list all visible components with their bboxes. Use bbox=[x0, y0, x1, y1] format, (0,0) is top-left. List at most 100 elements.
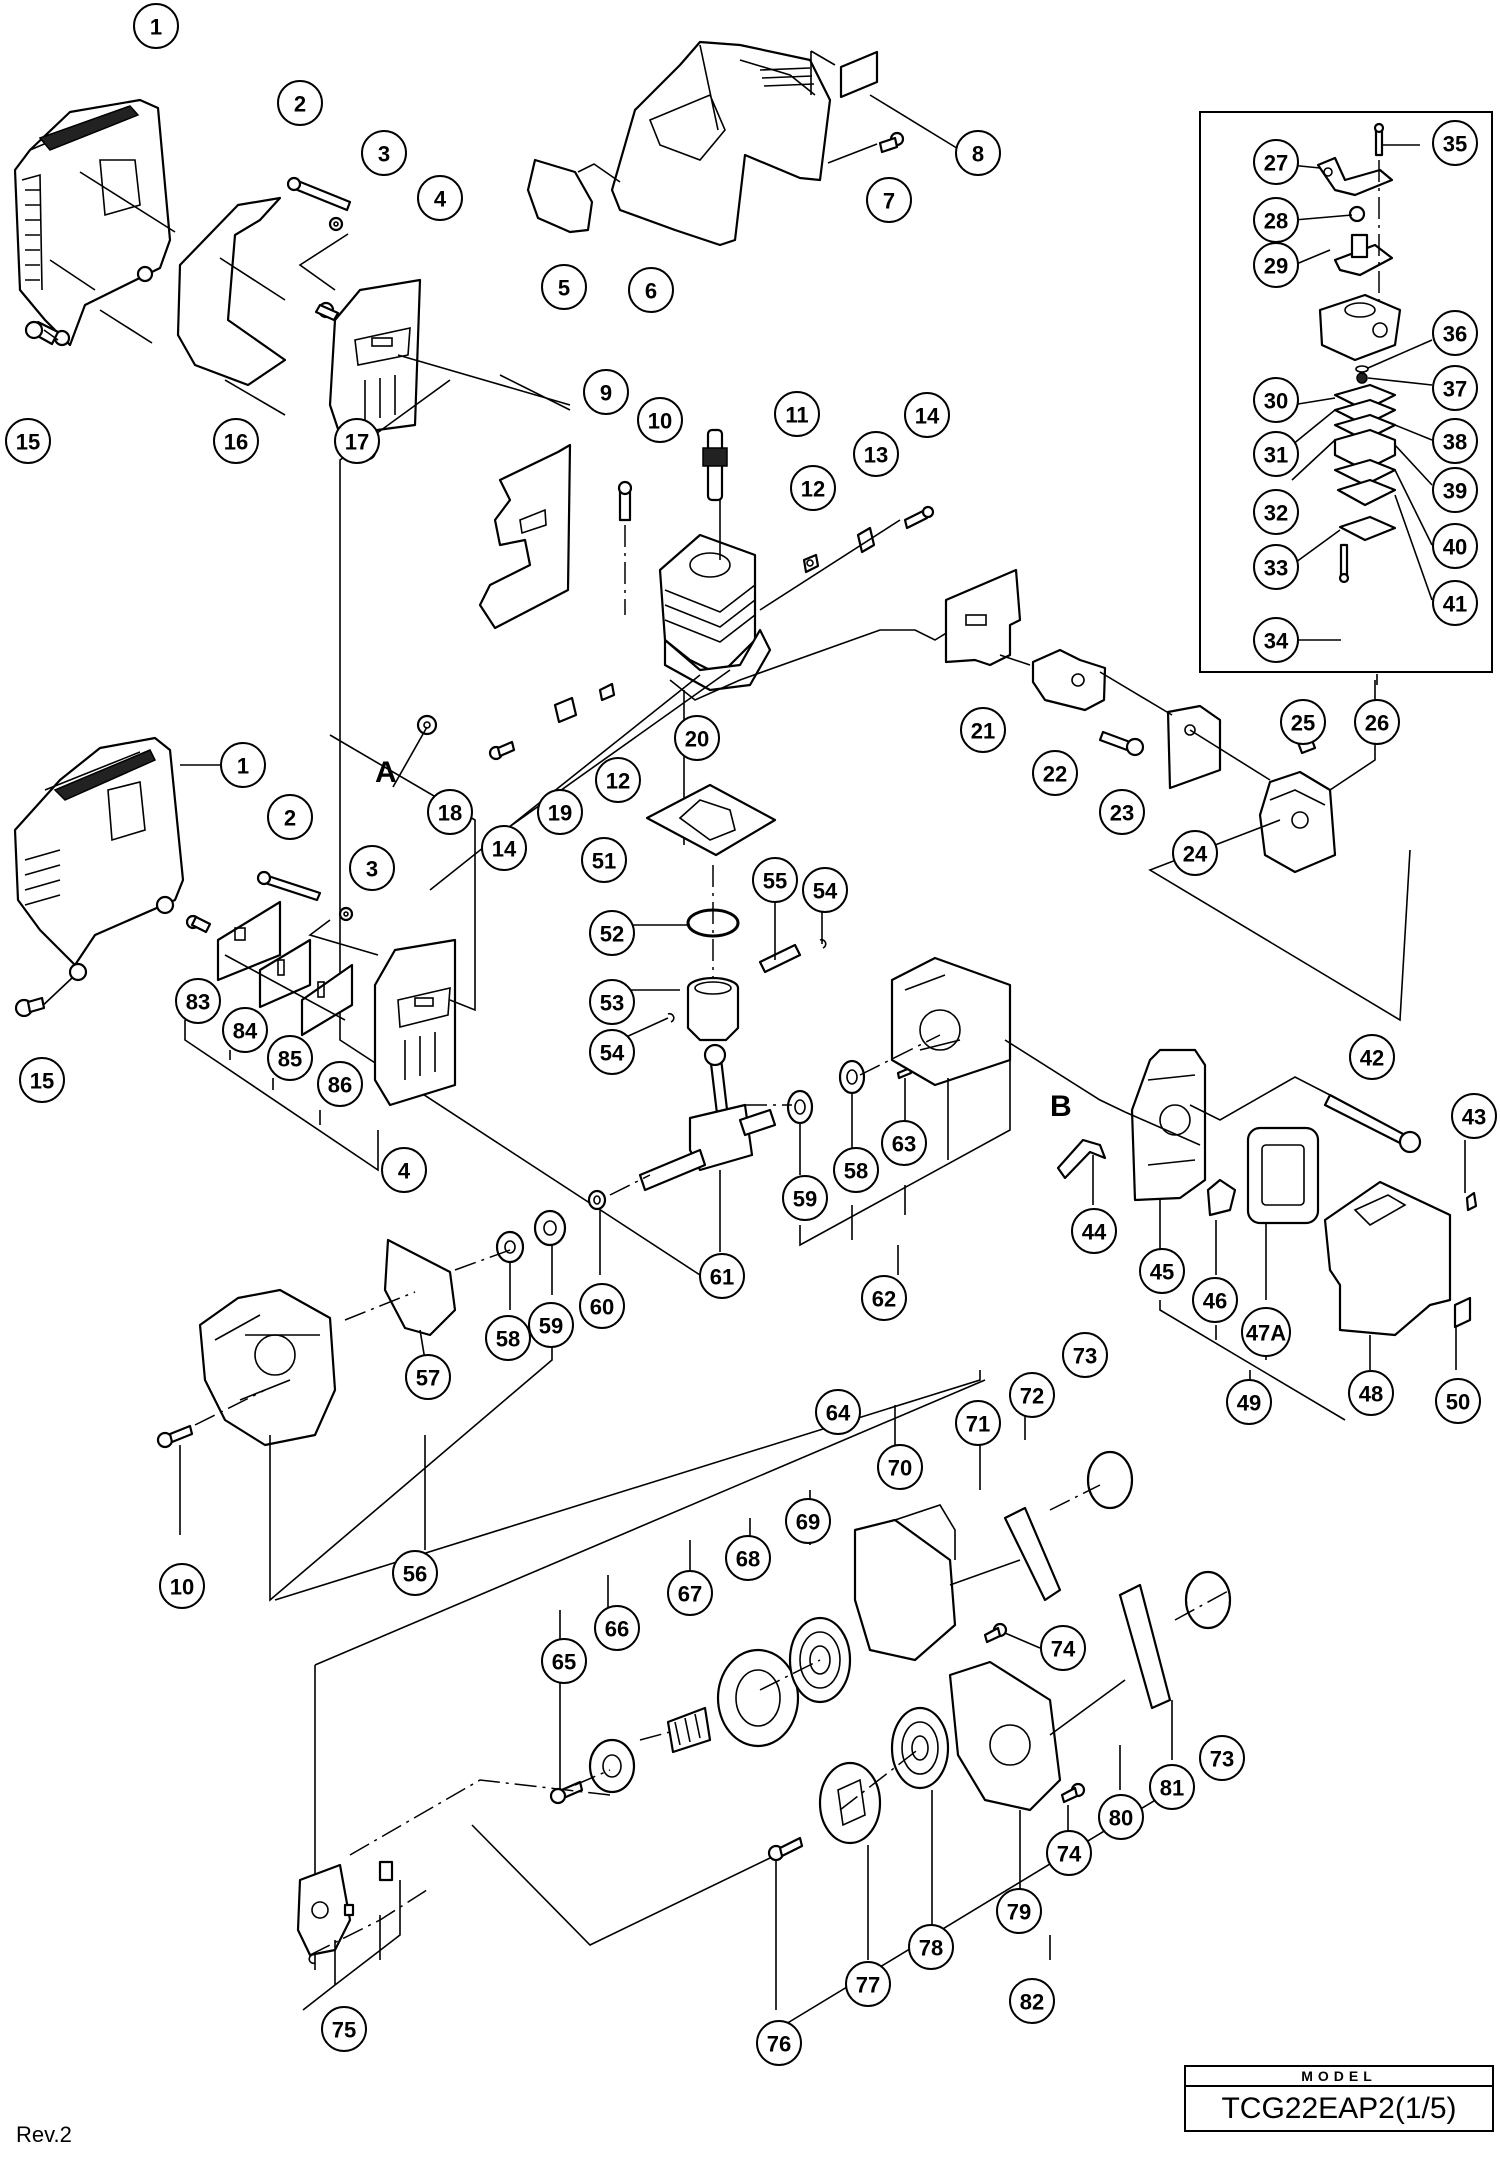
muffler-plate-part bbox=[300, 963, 354, 1037]
callout-circle bbox=[481, 825, 527, 871]
callout-circle bbox=[1009, 1978, 1055, 2024]
callout-number: 77 bbox=[856, 1973, 880, 1998]
callout-number: 10 bbox=[648, 409, 672, 434]
callout-circle bbox=[1226, 1379, 1272, 1425]
callout-circle bbox=[881, 1120, 927, 1166]
callout-62: 62 bbox=[861, 1275, 907, 1321]
bolt-part bbox=[983, 1622, 1008, 1644]
callout-circle bbox=[361, 130, 407, 176]
callout-1: 1 bbox=[220, 742, 266, 788]
callout-circle bbox=[1451, 1093, 1497, 1139]
callout-circle bbox=[1032, 750, 1078, 796]
callout-circle bbox=[1192, 1277, 1238, 1323]
top-cover-part bbox=[610, 40, 832, 247]
callout-number: 51 bbox=[592, 849, 616, 874]
callout-number: 83 bbox=[186, 990, 210, 1015]
callout-4: 4 bbox=[381, 1147, 427, 1193]
callout-number: 34 bbox=[1264, 629, 1289, 654]
callout-circle bbox=[1009, 1372, 1055, 1418]
callout-number: 68 bbox=[736, 1547, 760, 1572]
callout-35: 35 bbox=[1432, 120, 1478, 166]
callout-72: 72 bbox=[1009, 1372, 1055, 1418]
callout-37: 37 bbox=[1432, 365, 1478, 411]
callout-circle bbox=[589, 910, 635, 956]
callout-46: 46 bbox=[1192, 1277, 1238, 1323]
callout-circle bbox=[1172, 830, 1218, 876]
carb-lever-part bbox=[1316, 156, 1394, 197]
callout-number: 57 bbox=[416, 1366, 440, 1391]
callout-74: 74 bbox=[1046, 1830, 1092, 1876]
callout-number: 65 bbox=[552, 1650, 576, 1675]
callout-67: 67 bbox=[667, 1570, 713, 1616]
callout-circle bbox=[277, 80, 323, 126]
callout-circle bbox=[222, 1007, 268, 1053]
callout-65: 65 bbox=[541, 1638, 587, 1684]
callout-number: 75 bbox=[332, 2018, 356, 2043]
callout-circle bbox=[595, 757, 641, 803]
spring-part bbox=[343, 1903, 355, 1917]
callout-44: 44 bbox=[1071, 1208, 1117, 1254]
callout-circle bbox=[175, 978, 221, 1024]
callout-circle bbox=[427, 789, 473, 835]
callout-number: 85 bbox=[278, 1047, 302, 1072]
callout-circle bbox=[774, 391, 820, 437]
callout-number: 48 bbox=[1359, 1382, 1383, 1407]
callout-77: 77 bbox=[845, 1961, 891, 2007]
callout-76: 76 bbox=[756, 2020, 802, 2066]
callout-number: 76 bbox=[767, 2032, 791, 2057]
starter-handle-part bbox=[1118, 1583, 1172, 1710]
callout-6: 6 bbox=[628, 267, 674, 313]
callout-circle bbox=[628, 267, 674, 313]
carb-gasket-part bbox=[1166, 704, 1222, 790]
bolt-part bbox=[24, 320, 60, 346]
callout-circle bbox=[1432, 418, 1478, 464]
retaining-ring-part bbox=[587, 1189, 607, 1211]
callout-number: 1 bbox=[150, 15, 162, 40]
callout-number: 78 bbox=[919, 1936, 943, 1961]
callout-circle bbox=[1432, 365, 1478, 411]
callout-number: 24 bbox=[1183, 842, 1208, 867]
reference-letter-b: B bbox=[1050, 1090, 1072, 1123]
callout-number: 54 bbox=[600, 1041, 625, 1066]
callout-circle bbox=[405, 1354, 451, 1400]
callout-circle bbox=[1432, 310, 1478, 356]
callout-18: 18 bbox=[427, 789, 473, 835]
callout-circle bbox=[996, 1888, 1042, 1934]
spark-plug-part bbox=[702, 428, 728, 502]
bolt-part bbox=[314, 301, 340, 322]
bolt-part bbox=[903, 505, 935, 530]
callout-number: 36 bbox=[1443, 322, 1467, 347]
callout-circle bbox=[725, 1535, 771, 1581]
callout-circle bbox=[861, 1275, 907, 1321]
callout-53: 53 bbox=[589, 979, 635, 1025]
callout-circle bbox=[1253, 242, 1299, 288]
callout-circle bbox=[1253, 139, 1299, 185]
starter-case-part bbox=[853, 1504, 957, 1662]
model-title-block: MODEL TCG22EAP2(1/5) bbox=[1184, 2065, 1494, 2132]
callout-circle bbox=[133, 3, 179, 49]
callout-circle bbox=[5, 418, 51, 464]
callout-number: 27 bbox=[1264, 151, 1288, 176]
model-number: TCG22EAP2(1/5) bbox=[1221, 2092, 1457, 2125]
insulator-part bbox=[856, 526, 876, 554]
callout-circle bbox=[699, 1253, 745, 1299]
callout-circle bbox=[1040, 1625, 1086, 1671]
washer-part bbox=[416, 714, 438, 736]
callout-number: 4 bbox=[434, 187, 447, 212]
callout-58: 58 bbox=[485, 1315, 531, 1361]
callout-number: 6 bbox=[645, 279, 657, 304]
callout-61: 61 bbox=[699, 1253, 745, 1299]
callout-45: 45 bbox=[1139, 1248, 1185, 1294]
callout-number: 46 bbox=[1203, 1289, 1227, 1314]
callout-circle bbox=[1432, 523, 1478, 569]
callout-number: 30 bbox=[1264, 389, 1288, 414]
callout-49: 49 bbox=[1226, 1379, 1272, 1425]
callout-81: 81 bbox=[1149, 1764, 1195, 1810]
muffler-plate-part bbox=[258, 938, 312, 1009]
callout-1: 1 bbox=[133, 3, 179, 49]
callout-number: 7 bbox=[883, 189, 895, 214]
bolt-part bbox=[1060, 1782, 1086, 1804]
callout-number: 37 bbox=[1443, 377, 1467, 402]
callout-23: 23 bbox=[1099, 789, 1145, 835]
air-cleaner-cover-part bbox=[1323, 1180, 1452, 1337]
